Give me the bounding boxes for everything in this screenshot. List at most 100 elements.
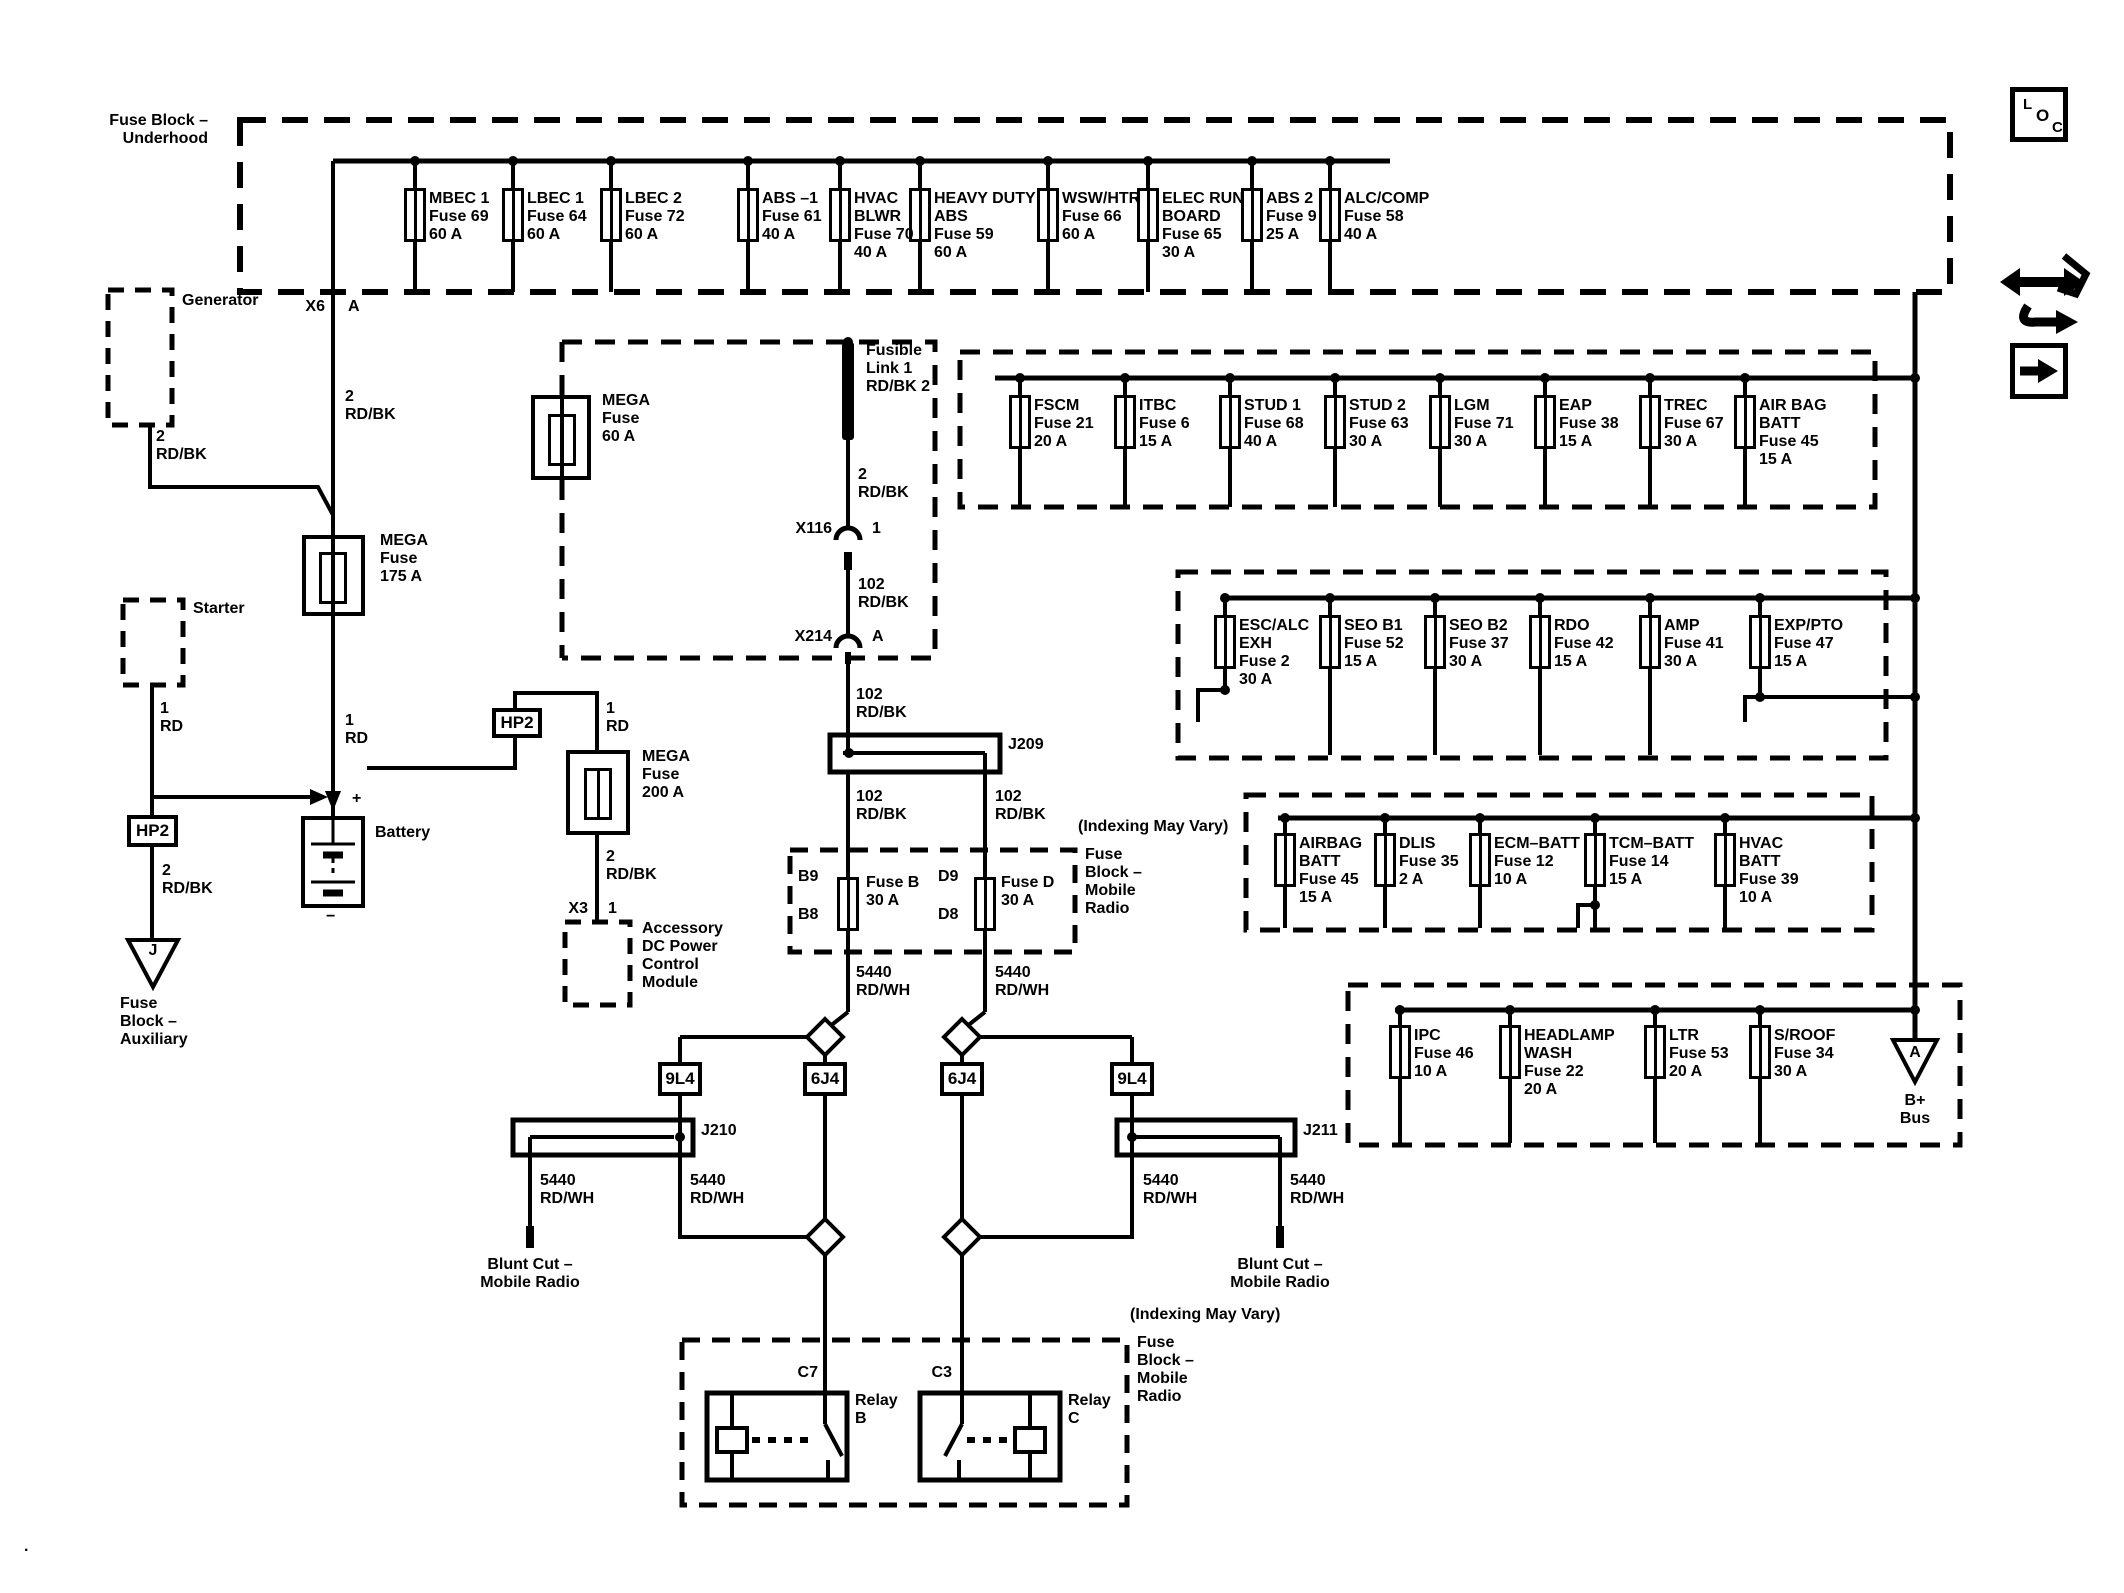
- x116-terminal-bar: [844, 552, 852, 570]
- fuse-label: IPC Fuse 46 10 A: [1414, 1027, 1474, 1080]
- relay-c-label: Relay C: [1068, 1392, 1111, 1427]
- wire-5440-label-5: 5440 RD/WH: [1143, 1172, 1198, 1207]
- mobile-radio-block-label-1: Fuse Block – Mobile Radio: [1085, 846, 1142, 917]
- tap-9l4-left: 9L4: [658, 1062, 702, 1096]
- x6-wire-label: 2 RD/BK: [345, 388, 396, 423]
- right-arrow-icon: [2020, 359, 2058, 383]
- fuse-label: ELEC RUN BOARD Fuse 65 30 A: [1162, 190, 1244, 261]
- battery-arrowhead-right: [310, 789, 328, 805]
- blunt-cut-label-right: Blunt Cut – Mobile Radio: [1230, 1256, 1330, 1291]
- fusible-link-label: Fusible Link 1 RD/BK 2: [866, 342, 931, 395]
- loc-letter-l: L: [2023, 96, 2033, 113]
- accessory-module-label: Accessory DC Power Control Module: [642, 920, 723, 991]
- mega-60-label: MEGA Fuse 60 A: [602, 392, 650, 445]
- mega-175-fuse-symbol: [319, 552, 347, 604]
- x116-connector-arc: [833, 525, 863, 541]
- fuse-label: LGM Fuse 71 30 A: [1454, 397, 1514, 450]
- relay-b-coil: [715, 1426, 749, 1454]
- mega-60-fuse-symbol: [548, 414, 576, 466]
- fuse-label: DLIS Fuse 35 2 A: [1399, 835, 1459, 888]
- fuse-b-symbol: [837, 877, 859, 931]
- mega-200-label: MEGA Fuse 200 A: [642, 748, 690, 801]
- j209-right-wire-label: 102 RD/BK: [995, 788, 1046, 823]
- generator-wire-label: 2 RD/BK: [156, 428, 207, 463]
- dashed-box-underhood-row3: [1175, 569, 1889, 761]
- battery-minus-label: −: [326, 908, 336, 925]
- dashed-box-underhood-row5: [1345, 982, 1963, 1148]
- junction-dots: [410, 156, 1920, 1142]
- mega-200-fuse-symbol: [584, 768, 612, 820]
- fuse-b-label: Fuse B 30 A: [866, 874, 920, 909]
- aux-wire-label: 2 RD/BK: [162, 862, 213, 897]
- fuse-label: FSCM Fuse 21 20 A: [1034, 397, 1094, 450]
- fuse-label: STUD 2 Fuse 63 30 A: [1349, 397, 1409, 450]
- fuse-label: ABS 2 Fuse 9 25 A: [1266, 190, 1317, 243]
- fuse-symbol: [1469, 833, 1491, 887]
- dashed-box-underhood-row1: [237, 117, 1953, 295]
- fuse-label: ALC/COMP Fuse 58 40 A: [1344, 190, 1430, 243]
- wire-5440-label-6: 5440 RD/WH: [1290, 1172, 1345, 1207]
- dashed-box-mobile-radio-fuses: [787, 847, 1078, 955]
- fuse-symbol: [1214, 615, 1236, 669]
- loc-letter-c: C: [2052, 119, 2063, 136]
- fuse-label: S/ROOF Fuse 34 30 A: [1774, 1027, 1836, 1080]
- fuse-symbol: [1639, 615, 1661, 669]
- mega-200-wire-label: 1 RD: [606, 700, 630, 735]
- navigate-arrows-icon[interactable]: [2000, 253, 2091, 334]
- relay-c-outline: [917, 1390, 1063, 1483]
- wire-5440-label-2: 5440 RD/WH: [995, 964, 1050, 999]
- fuse-label: ESC/ALC EXH Fuse 2 30 A: [1239, 617, 1310, 688]
- fuse-symbol: [1389, 1025, 1411, 1079]
- starter-wire-label: 1 RD: [160, 700, 184, 735]
- a-triangle-bplus: [1889, 1038, 1941, 1087]
- x116-x214-wire-label: 102 RD/BK: [858, 576, 909, 611]
- hp2-box-left: HP2: [127, 815, 178, 847]
- blunt-cut-bar-right: [1276, 1226, 1284, 1248]
- bplus-triangle-letter: A: [1909, 1044, 1921, 1061]
- fuse-label: ABS –1 Fuse 61 40 A: [762, 190, 822, 243]
- j-triangle-letter: J: [148, 942, 158, 959]
- terminal-b9-label: B9: [798, 868, 819, 885]
- fuse-symbol: [1009, 395, 1031, 449]
- x214-pin-label: A: [872, 628, 884, 645]
- fuse-symbol: [1584, 833, 1606, 887]
- fuse-d-symbol: [974, 877, 996, 931]
- relay-b-label: Relay B: [855, 1392, 898, 1427]
- x3-connector-label: X3: [568, 900, 588, 917]
- mega-200-box: [566, 750, 630, 835]
- fuse-label: HEADLAMP WASH Fuse 22 20 A: [1524, 1027, 1615, 1098]
- fuse-symbol: [1241, 188, 1263, 242]
- x116-connector-label: X116: [795, 520, 832, 537]
- underhood-block-label: Fuse Block – Underhood: [109, 112, 208, 147]
- fuse-symbol: [1429, 395, 1451, 449]
- fuse-label: STUD 1 Fuse 68 40 A: [1244, 397, 1304, 450]
- wire-5440-label-3: 5440 RD/WH: [540, 1172, 595, 1207]
- fuse-symbol: [1037, 188, 1059, 242]
- fuse-label: LBEC 2 Fuse 72 60 A: [625, 190, 685, 243]
- j210-label: J210: [701, 1122, 737, 1139]
- hp2-box-mid: HP2: [492, 708, 542, 738]
- x214-connector-label: X214: [794, 628, 832, 645]
- fuse-symbol: [1714, 833, 1736, 887]
- fusible-link-bar: [842, 342, 854, 440]
- tap-9l4-right: 9L4: [1110, 1062, 1154, 1096]
- j209-left-wire-label: 102 RD/BK: [856, 788, 907, 823]
- mega-175-box: [302, 535, 365, 616]
- fuse-label: AMP Fuse 41 30 A: [1664, 617, 1724, 670]
- fuse-label: AIR BAG BATT Fuse 45 15 A: [1759, 397, 1827, 468]
- j210-junction-block: [510, 1117, 696, 1158]
- fuse-symbol: [1319, 615, 1341, 669]
- battery-label: Battery: [375, 824, 431, 841]
- fuse-symbol: [1114, 395, 1136, 449]
- fuse-label: LBEC 1 Fuse 64 60 A: [527, 190, 587, 243]
- link-wire-label: 2 RD/BK: [858, 466, 909, 501]
- fuse-label: WSW/HTR Fuse 66 60 A: [1062, 190, 1141, 243]
- loc-letter-o: O: [2036, 106, 2050, 125]
- next-page-button[interactable]: [2010, 343, 2068, 399]
- loc-button[interactable]: L O C: [2010, 87, 2068, 142]
- fuse-symbol: [1424, 615, 1446, 669]
- dashed-box-starter: [120, 597, 186, 688]
- fuse-label: MBEC 1 Fuse 69 60 A: [429, 190, 490, 243]
- j-triangle-aux: [124, 938, 182, 992]
